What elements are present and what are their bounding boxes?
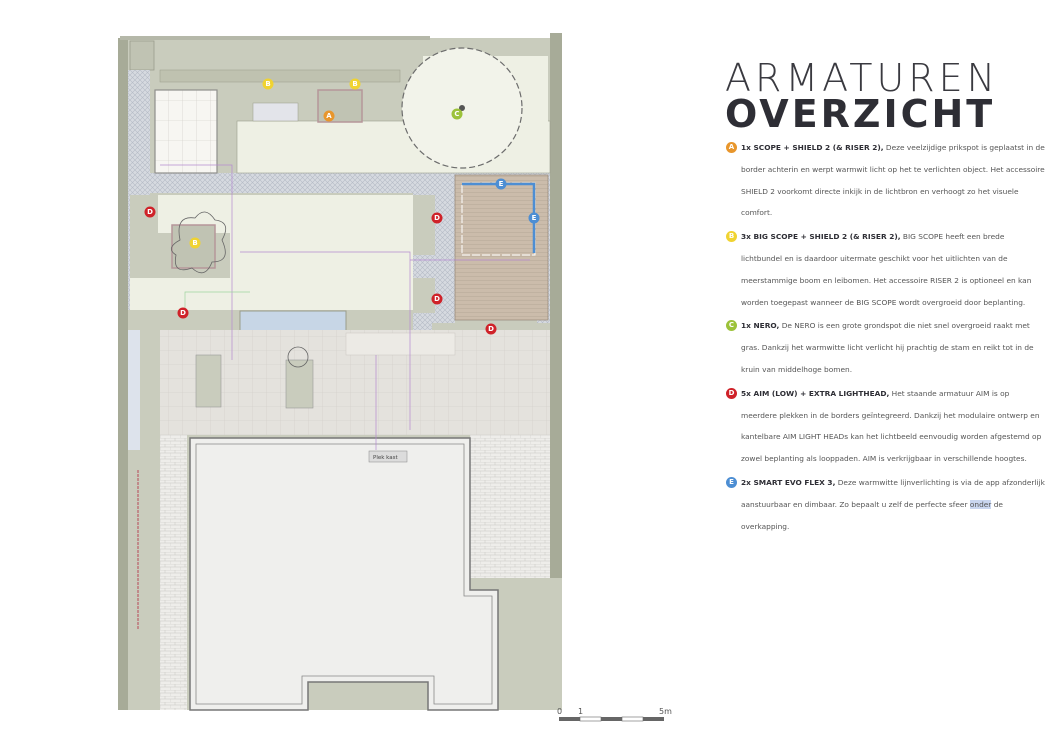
svg-text:D: D — [147, 208, 153, 216]
svg-text:D: D — [180, 309, 186, 317]
badge-d-icon: D — [726, 387, 737, 399]
svg-text:5m: 5m — [659, 707, 672, 716]
svg-text:E: E — [532, 214, 537, 222]
svg-text:1: 1 — [578, 707, 583, 716]
marker-d: D — [431, 293, 443, 305]
svg-text:E: E — [499, 180, 504, 188]
svg-text:D: D — [434, 214, 440, 222]
svg-text:B: B — [352, 80, 357, 88]
title-bold: OVERZICHT — [725, 92, 996, 136]
legend-item-a: A 1x SCOPE + SHIELD 2 (& RISER 2), Deze … — [726, 137, 1046, 224]
legend-product: 2x SMART EVO FLEX 3, — [741, 477, 836, 487]
marker-d: D — [144, 206, 156, 218]
legend-description: De NERO is een grote grondspot die niet … — [741, 321, 1034, 374]
fixture-legend: A 1x SCOPE + SHIELD 2 (& RISER 2), Deze … — [726, 137, 1046, 539]
selected-text[interactable]: onder — [969, 499, 992, 509]
marker-d: D — [431, 212, 443, 224]
badge-c-icon: C — [726, 320, 737, 332]
svg-text:A: A — [326, 112, 332, 120]
title-light: ARMATUREN — [725, 56, 1000, 100]
cabinet-label: Plek kast — [368, 450, 408, 463]
legend-item-e: E 2x SMART EVO FLEX 3, Deze warmwitte li… — [726, 472, 1046, 537]
scale-bar: 0 1 5m — [557, 707, 672, 722]
legend-product: 1x NERO, — [741, 321, 780, 331]
badge-e-icon: E — [726, 476, 737, 488]
svg-text:B: B — [265, 80, 270, 88]
garden-plan: Plek kast A B B B C D D D D D E E 0 1 5m — [118, 33, 672, 722]
marker-b: B — [189, 237, 201, 249]
marker-e: E — [495, 178, 507, 190]
badge-a-icon: A — [726, 142, 737, 153]
legend-product: 3x BIG SCOPE + SHIELD 2 (& RISER 2), — [741, 232, 901, 242]
legend-description: BIG SCOPE heeft een brede lichtbundel en… — [741, 232, 1032, 307]
marker-e: E — [528, 212, 540, 224]
marker-a: A — [323, 110, 335, 122]
svg-text:D: D — [434, 295, 440, 303]
fixture-markers: A B B B C D D D D D E E — [144, 78, 540, 335]
plan-base — [118, 33, 562, 711]
marker-b: B — [349, 78, 361, 90]
legend-product: 5x AIM (LOW) + EXTRA LIGHTHEAD, — [741, 388, 890, 398]
badge-b-icon: B — [726, 231, 737, 243]
svg-text:B: B — [192, 239, 197, 247]
legend-item-c: C 1x NERO, De NERO is een grote grondspo… — [726, 315, 1046, 380]
legend-description: Deze warmwitte lijnverlichting is via de… — [741, 477, 1045, 509]
legend-item-b: B 3x BIG SCOPE + SHIELD 2 (& RISER 2), B… — [726, 226, 1046, 313]
legend-product: 1x SCOPE + SHIELD 2 (& RISER 2), — [741, 143, 884, 152]
svg-text:D: D — [488, 325, 494, 333]
marker-d: D — [485, 323, 497, 335]
legend-description-tail: de overkapping. — [741, 499, 1003, 531]
legend-description: Deze veelzijdige prikspot is geplaatst i… — [741, 143, 1045, 218]
legend-item-d: D 5x AIM (LOW) + EXTRA LIGHTHEAD, Het st… — [726, 383, 1046, 470]
svg-text:C: C — [454, 110, 459, 118]
marker-d: D — [177, 307, 189, 319]
svg-text:0: 0 — [557, 707, 562, 716]
cabinet-label-text: Plek kast — [373, 455, 398, 461]
marker-c: C — [451, 108, 463, 120]
legend-description: Het staande armatuur AIM is op meerdere … — [741, 388, 1042, 464]
marker-b: B — [262, 78, 274, 90]
